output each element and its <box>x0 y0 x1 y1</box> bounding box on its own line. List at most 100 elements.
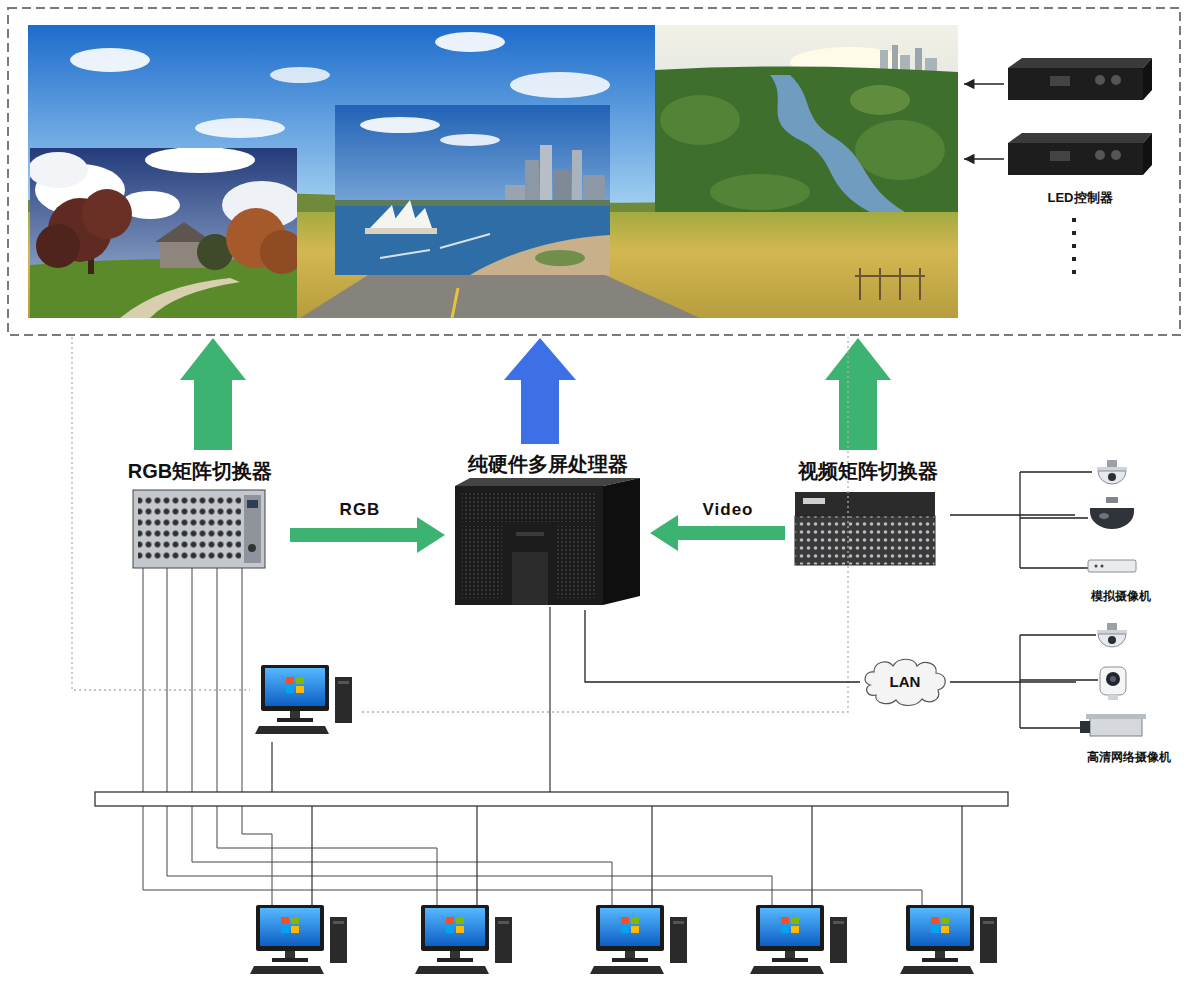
node-label: RGB矩阵切换器 <box>128 459 272 483</box>
computer <box>900 905 997 974</box>
park-photo <box>82 189 132 239</box>
processor-chassis <box>462 526 502 598</box>
led-controller-device <box>1008 58 1152 175</box>
network-camera-group: 高清网络摄像机 <box>1076 615 1182 768</box>
node-label: 高清网络摄像机 <box>1087 750 1171 764</box>
processor-chassis <box>603 478 640 605</box>
processor-chassis <box>455 486 603 605</box>
analog-camera <box>1097 460 1127 484</box>
video-wall <box>435 32 505 52</box>
network-line <box>585 610 860 682</box>
led-controller-device <box>1008 68 1143 100</box>
river-photo <box>710 174 810 210</box>
rgb-signal-cable <box>167 568 772 905</box>
node-label: 视频矩阵切换器 <box>798 459 938 483</box>
rgb-matrix-device <box>244 495 261 563</box>
river-photo <box>655 66 958 212</box>
analog-camera-group: 模拟摄像机 <box>1075 455 1167 607</box>
continuation-dots <box>1072 218 1076 222</box>
processor-chassis <box>462 492 596 522</box>
rgb-signal-cable <box>143 568 922 905</box>
lan-cloud: LAN <box>860 655 950 709</box>
rgb-matrix-device <box>133 490 265 568</box>
signal-arrow <box>678 526 785 540</box>
harbour-photo <box>540 145 552 205</box>
river-photo <box>855 120 945 180</box>
harbour-photo <box>335 105 610 275</box>
analog-camera <box>1090 508 1134 529</box>
processor-chassis <box>516 532 544 536</box>
bus-drop-line <box>312 806 962 905</box>
led-controller-device <box>1143 58 1152 100</box>
multi-screen-processor: 纯硬件多屏处理器 <box>445 448 650 610</box>
output-arrow <box>504 338 576 444</box>
node-label: 纯硬件多屏处理器 <box>468 452 628 476</box>
led-controller-device <box>1008 58 1152 68</box>
monitoring-line <box>72 337 848 712</box>
harbour-photo <box>360 117 440 133</box>
network-bus <box>95 792 1008 806</box>
analog-camera <box>1101 565 1104 568</box>
controller-feed-arrow <box>964 158 1004 160</box>
video-matrix-device <box>795 492 935 516</box>
led-controller-device <box>1095 150 1105 160</box>
computer <box>590 905 687 974</box>
led-controller-device <box>1050 76 1070 86</box>
harbour-photo <box>535 250 585 266</box>
signal-label: RGB <box>337 500 384 520</box>
harbour-photo <box>370 200 432 228</box>
computer <box>250 665 997 974</box>
harbour-photo <box>553 170 571 205</box>
video-matrix-device <box>795 492 935 565</box>
wall-frame <box>8 8 1180 335</box>
continuation-dots <box>1072 257 1076 261</box>
video-wall <box>270 67 330 83</box>
signal-label: Video <box>700 500 757 520</box>
output-arrow <box>825 338 891 450</box>
processor-chassis <box>512 552 548 605</box>
camera-wiring <box>1020 472 1098 728</box>
river-photo <box>850 85 910 115</box>
bus-drop-line <box>549 607 550 792</box>
computer <box>415 905 512 974</box>
harbour-photo <box>365 228 437 234</box>
rgb-signal-cable <box>217 568 437 905</box>
computer <box>750 905 847 974</box>
network-camera <box>1080 721 1090 733</box>
led-controller-device <box>1050 151 1070 161</box>
node-label: LAN <box>890 673 921 691</box>
network-camera <box>1100 667 1126 695</box>
cloud-outline <box>865 659 945 705</box>
rgb-signal-cable <box>143 568 922 905</box>
led-controller-device <box>1008 143 1143 175</box>
network-camera <box>1090 718 1142 736</box>
network-camera <box>1110 676 1116 682</box>
bus-drop-line <box>271 742 272 792</box>
rgb-matrix-device <box>248 544 256 552</box>
video-wall <box>28 25 958 318</box>
analog-camera <box>1095 565 1098 568</box>
video-matrix-device <box>803 498 825 504</box>
analog-camera <box>1106 497 1118 503</box>
park-photo <box>260 230 297 274</box>
bus-drop-line <box>272 607 962 905</box>
led-controller: LED控制器 <box>1000 48 1160 210</box>
rgb-signal-cable <box>242 568 272 905</box>
rgb-matrix-device <box>138 495 241 563</box>
video-wall <box>855 268 925 300</box>
led-controller-device <box>1095 75 1105 85</box>
rgb-matrix-device <box>247 500 258 508</box>
controller-feed-arrow <box>964 84 1004 159</box>
led-controller-device <box>1111 75 1121 85</box>
led-controller-device <box>1143 133 1152 175</box>
signal-arrow <box>290 528 417 542</box>
network-line <box>950 681 1076 682</box>
park-photo <box>30 148 297 318</box>
continuation-dots <box>1072 231 1076 235</box>
network-camera <box>1097 623 1127 647</box>
river-photo <box>655 25 958 212</box>
video-matrix-device <box>795 516 935 565</box>
network-camera <box>1106 672 1120 686</box>
camera-wiring <box>1020 472 1092 568</box>
